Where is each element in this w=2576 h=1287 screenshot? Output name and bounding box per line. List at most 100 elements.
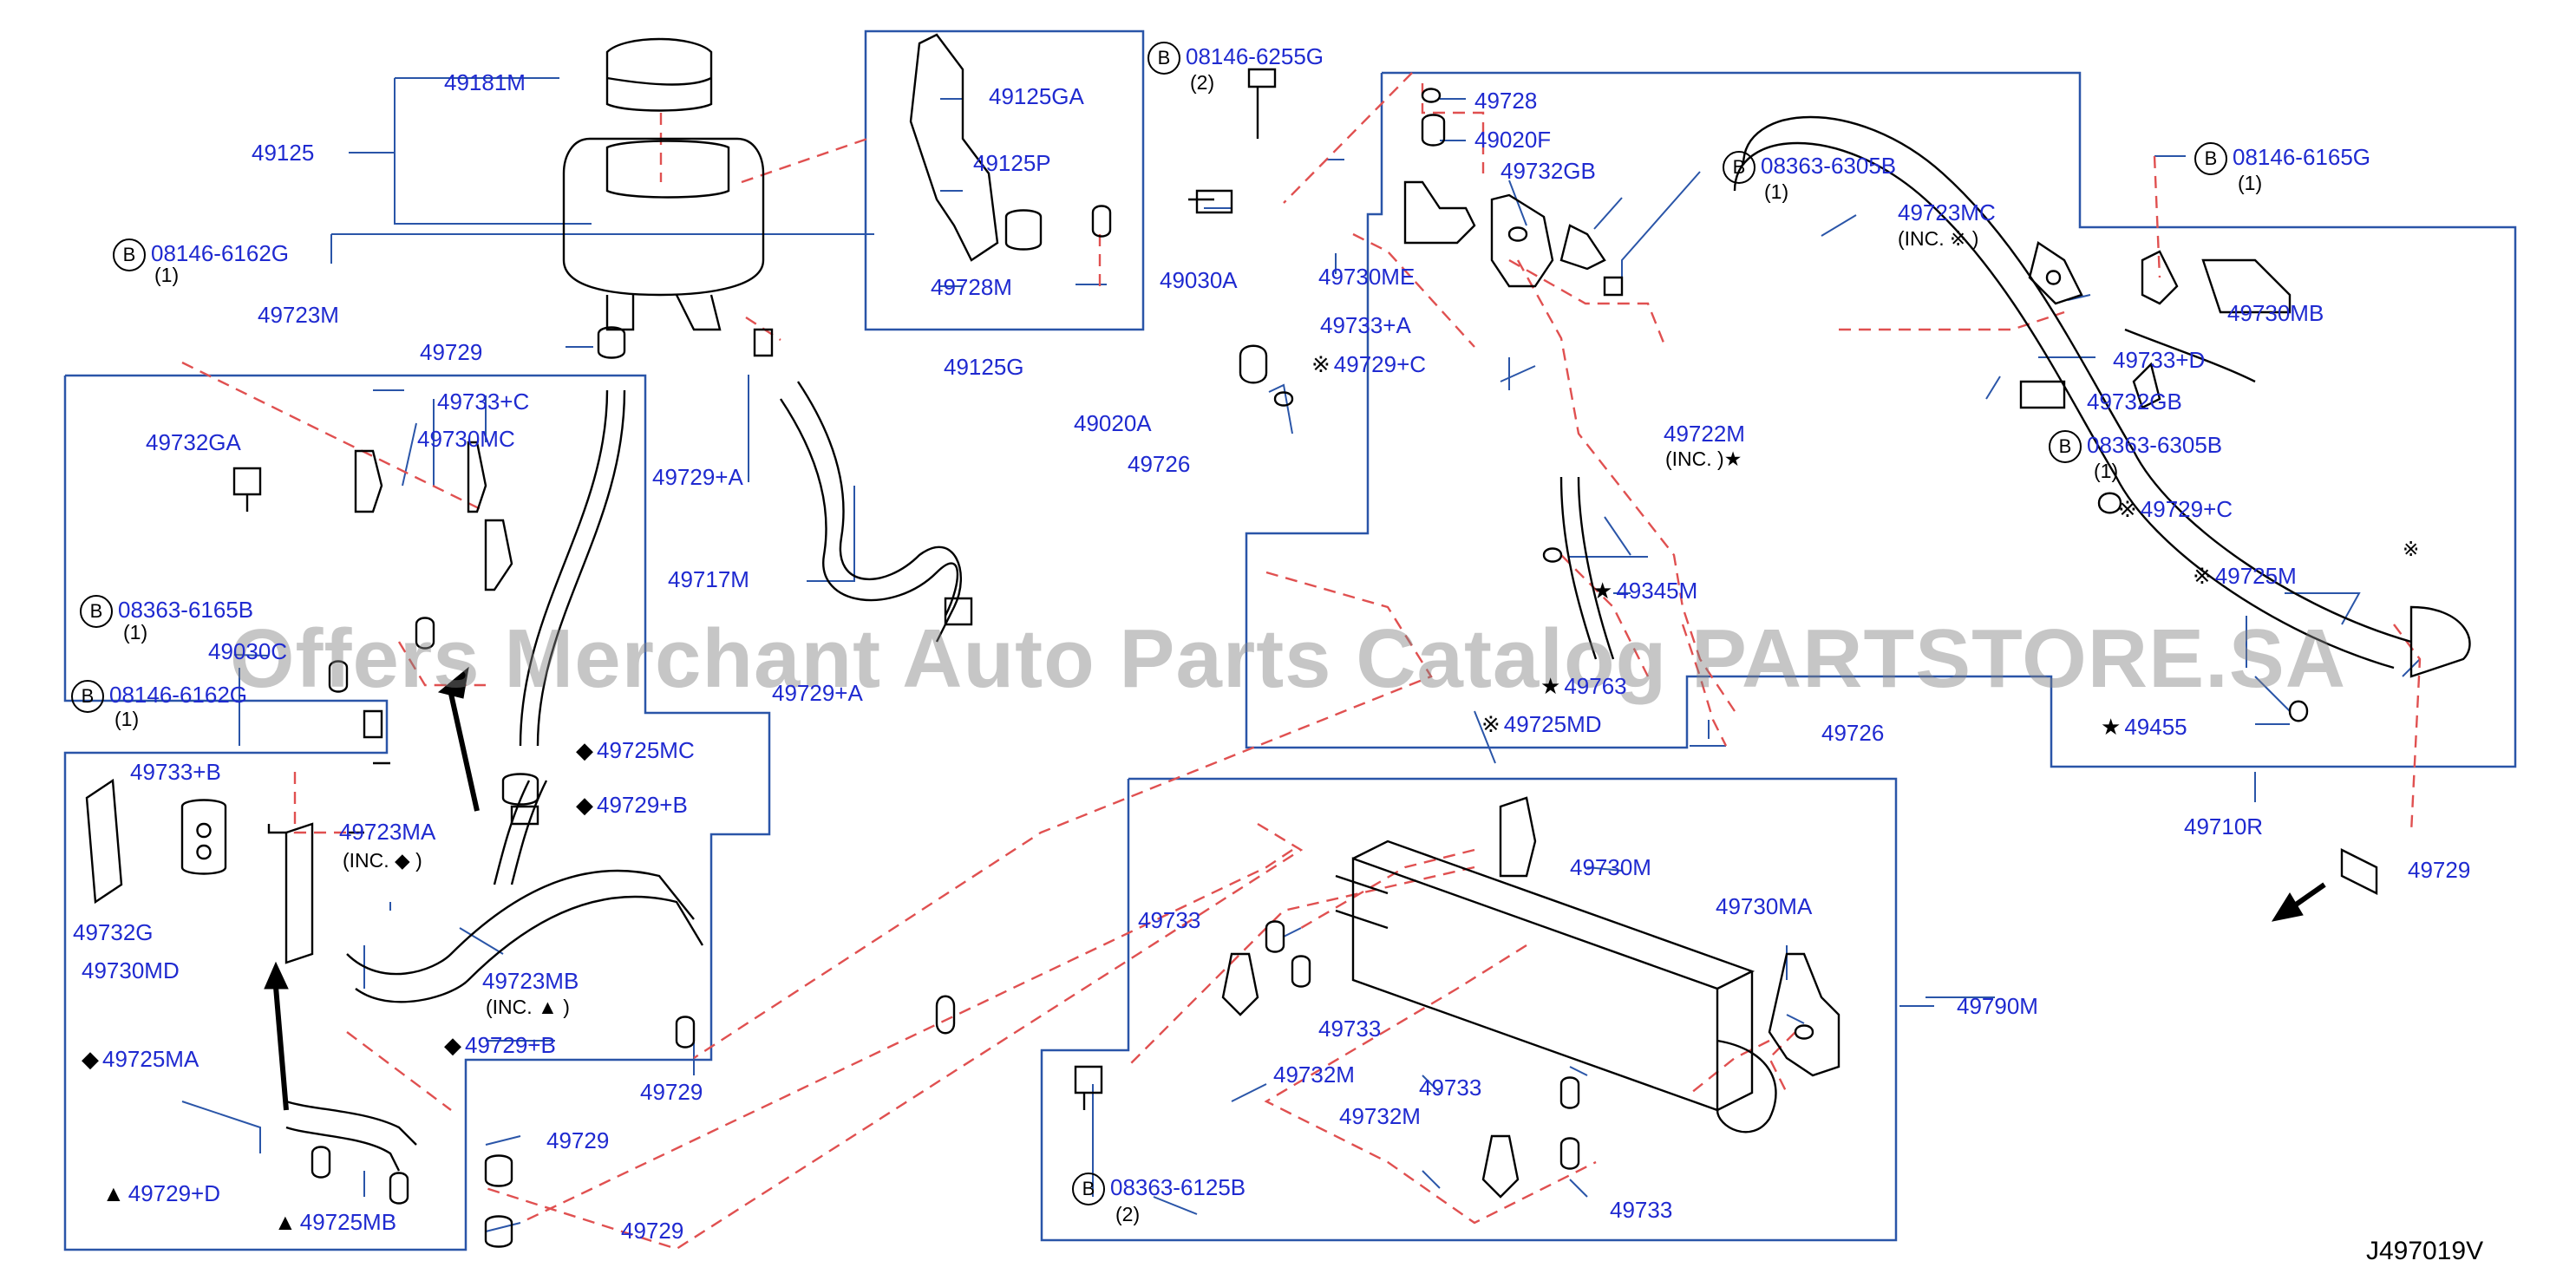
part-label-49723M[interactable]: 49723M	[258, 302, 339, 328]
part-label-49733-C[interactable]: 49733+C	[437, 389, 530, 415]
part-label-49732GA[interactable]: 49732GA	[146, 429, 241, 455]
part-label-49730ME[interactable]: 49730ME	[1318, 264, 1415, 290]
part-number: 49729+B	[465, 1032, 556, 1058]
bolt-marker-icon: B	[113, 238, 146, 271]
inc-note: (INC. ▲ )	[486, 996, 570, 1018]
bracket-49125GA-outline	[909, 33, 999, 262]
part-label-49181M[interactable]: 49181M	[444, 69, 526, 95]
part-label-49733-4[interactable]: 49733	[1610, 1197, 1673, 1223]
part-label-49726-left[interactable]: 49726	[1128, 451, 1191, 477]
part-label-49725MB[interactable]: ▲49725MB	[274, 1211, 396, 1233]
leader-lines	[181, 77, 2421, 1232]
part-label-49725M[interactable]: ※49725M	[2193, 565, 2297, 587]
part-label-49020F[interactable]: 49020F	[1474, 127, 1552, 153]
part-label-49733-2[interactable]: 49733	[1318, 1016, 1382, 1042]
part-label-49732GB-top[interactable]: 49732GB	[1500, 158, 1596, 184]
part-label-49732GB-right[interactable]: 49732GB	[2087, 389, 2182, 415]
diamond-marker-icon: ◆	[576, 737, 593, 763]
part-label-49790M[interactable]: 49790M	[1957, 993, 2038, 1019]
part-label-49733-A[interactable]: 49733+A	[1320, 312, 1411, 338]
part-number: 49729+C	[1333, 351, 1427, 377]
quantity-text: (1)	[114, 708, 140, 730]
part-number: 49345M	[1616, 578, 1698, 604]
bolt-marker-icon: B	[1147, 42, 1180, 75]
box-49125G	[864, 29, 1145, 331]
part-label-49125G[interactable]: 49125G	[944, 354, 1024, 380]
part-label-49728[interactable]: 49728	[1474, 88, 1538, 114]
part-label-49726-right[interactable]: 49726	[1821, 720, 1885, 746]
part-label-49729-C-right[interactable]: ※49729+C	[2118, 498, 2233, 520]
part-number: 49763	[1564, 673, 1627, 699]
part-number: 49725MA	[102, 1046, 199, 1072]
part-label-49729-B-top[interactable]: ◆49729+B	[576, 794, 688, 816]
part-label-49725MA[interactable]: ◆49725MA	[82, 1048, 199, 1070]
part-label-49733-D[interactable]: 49733+D	[2113, 347, 2206, 373]
part-number: 49725MC	[597, 737, 695, 763]
part-label-49723MC[interactable]: 49723MC	[1898, 199, 1996, 225]
part-label-49730MB[interactable]: 49730MB	[2227, 300, 2324, 326]
dashed-connectors	[181, 72, 2422, 1251]
part-label-49125[interactable]: 49125	[252, 140, 315, 166]
part-label-49729-A-top[interactable]: 49729+A	[652, 464, 743, 490]
part-label-49732M-2[interactable]: 49732M	[1339, 1103, 1421, 1129]
quantity-text: (2)	[1115, 1203, 1141, 1225]
part-label-49733-1[interactable]: 49733	[1138, 907, 1201, 933]
ref-marker-icon: ※	[2403, 538, 2420, 560]
arrow-up-upper	[448, 693, 480, 812]
part-label-49732G[interactable]: 49732G	[73, 919, 154, 945]
part-label-49729-D[interactable]: ▲49729+D	[102, 1182, 220, 1205]
star-marker-icon: ★	[2101, 714, 2122, 740]
part-label-49729-bot1[interactable]: 49729	[546, 1127, 610, 1153]
part-label-49020A[interactable]: 49020A	[1074, 410, 1152, 436]
part-label-49717M[interactable]: 49717M	[668, 566, 749, 592]
part-label-49728M[interactable]: 49728M	[931, 274, 1012, 300]
part-label-49729-bot2[interactable]: 49729	[621, 1218, 684, 1244]
part-label-49725MD[interactable]: ※49725MD	[1481, 713, 1602, 735]
part-label-49723MB[interactable]: 49723MB	[482, 968, 579, 994]
sleeve-49125P-outline	[1004, 209, 1043, 251]
part-label-49730M[interactable]: 49730M	[1570, 854, 1651, 880]
part-label-49725MC[interactable]: ◆49725MC	[576, 739, 695, 761]
part-number: 49725MB	[299, 1209, 397, 1235]
part-number: 08146-6255G	[1186, 42, 1324, 69]
reservoir-outline	[562, 137, 765, 297]
part-label-49455[interactable]: ★49455	[2101, 715, 2187, 738]
part-label-49030C[interactable]: 49030C	[208, 638, 288, 664]
ref-marker-icon: ※	[2118, 496, 2137, 522]
part-label-49723MA[interactable]: 49723MA	[339, 819, 436, 845]
part-label-49722M[interactable]: 49722M	[1664, 421, 1745, 447]
part-label-49733-B[interactable]: 49733+B	[130, 759, 221, 785]
part-label-49732M-1[interactable]: 49732M	[1273, 1062, 1355, 1088]
part-label-49729-C-mid[interactable]: ※49729+C	[1311, 353, 1426, 376]
part-label-49729-A-bot[interactable]: 49729+A	[772, 680, 863, 706]
inc-note: (INC. )★	[1665, 448, 1742, 470]
part-label-49345M[interactable]: ★49345M	[1592, 579, 1697, 602]
part-label-49729-top[interactable]: 49729	[420, 339, 483, 365]
part-label-49030A[interactable]: 49030A	[1160, 267, 1238, 293]
part-label-49730MC[interactable]: 49730MC	[417, 426, 515, 452]
part-label-49729-B-bot[interactable]: ◆49729+B	[444, 1034, 556, 1056]
arrow-up-lower	[273, 986, 289, 1111]
part-label-49730MA[interactable]: 49730MA	[1716, 893, 1813, 919]
part-label-49733-3[interactable]: 49733	[1419, 1075, 1482, 1101]
part-label-49729-mid[interactable]: 49729	[640, 1079, 703, 1105]
part-label-49763[interactable]: ★49763	[1540, 675, 1627, 697]
part-label-49125GA[interactable]: 49125GA	[989, 83, 1084, 109]
part-label-49710R[interactable]: 49710R	[2184, 813, 2264, 839]
bolt-marker-icon: B	[1723, 151, 1755, 184]
part-label-49729-right[interactable]: 49729	[2408, 857, 2471, 883]
box-49710R	[1245, 71, 2517, 768]
quantity-text: (1)	[2094, 460, 2119, 482]
part-label-49125P[interactable]: 49125P	[973, 150, 1051, 176]
part-label-49730MD[interactable]: 49730MD	[82, 957, 180, 983]
inc-note: (INC. ※ )	[1898, 227, 1979, 250]
